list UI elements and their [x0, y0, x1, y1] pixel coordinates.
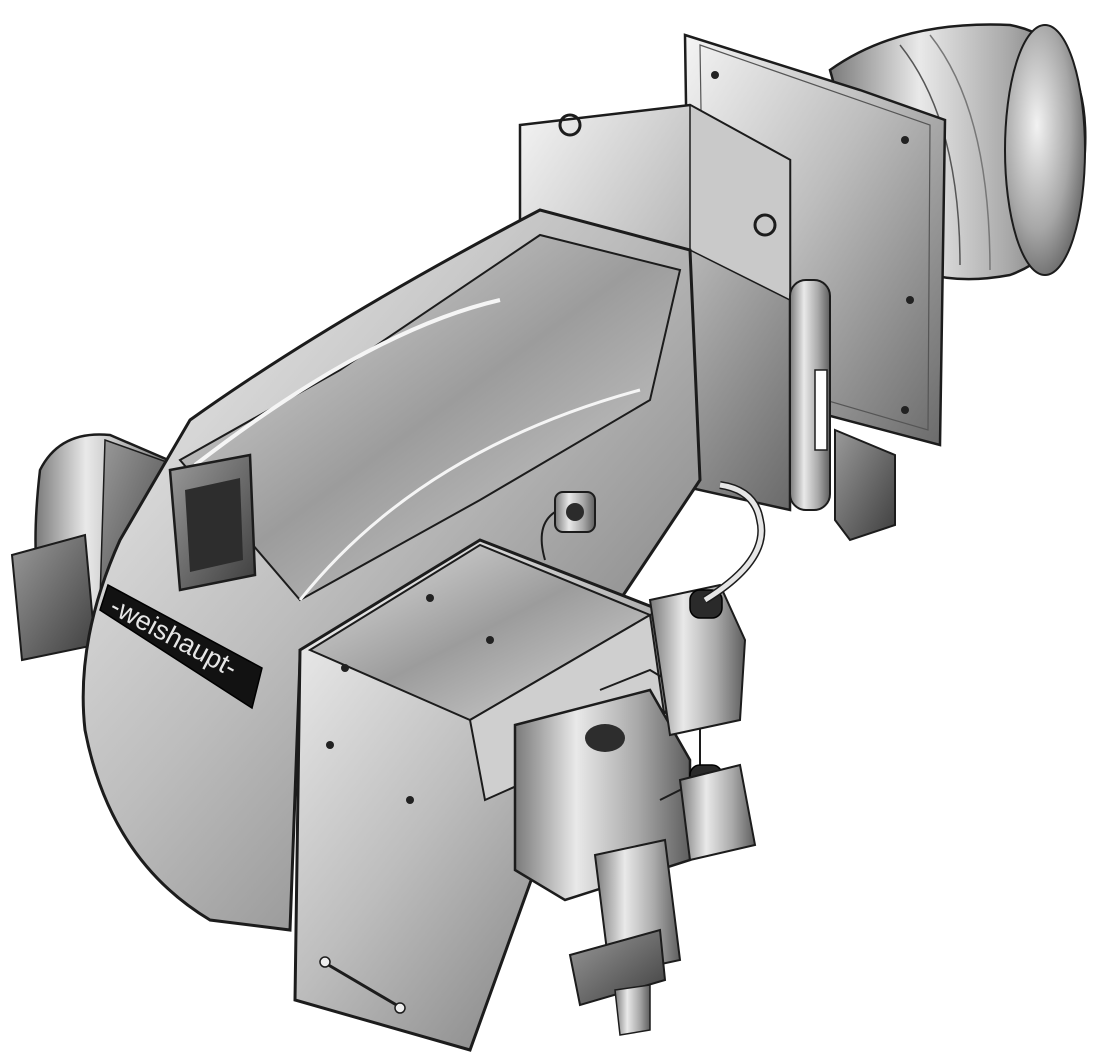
oil-pump-assembly [513, 668, 701, 1036]
solenoid-valves [648, 481, 766, 862]
burner-housing [81, 208, 702, 932]
adjustment-linkage [319, 956, 406, 1014]
flame-sensor [540, 491, 596, 561]
